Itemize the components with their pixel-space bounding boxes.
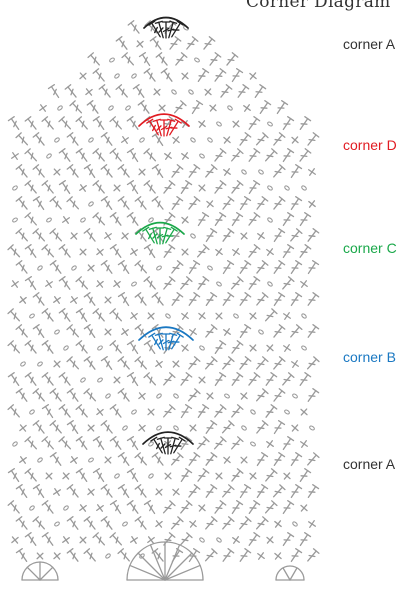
label-corner-a-top: corner A bbox=[343, 36, 395, 52]
label-corner-c: corner C bbox=[343, 240, 397, 256]
label-corner-a-bottom: corner A bbox=[343, 456, 395, 472]
stitch-grid bbox=[8, 21, 319, 564]
corner-d-fan bbox=[139, 114, 189, 137]
diagram-title: Corner Diagram bbox=[246, 0, 391, 12]
label-corner-b: corner B bbox=[343, 349, 396, 365]
label-corner-d: corner D bbox=[343, 137, 397, 153]
